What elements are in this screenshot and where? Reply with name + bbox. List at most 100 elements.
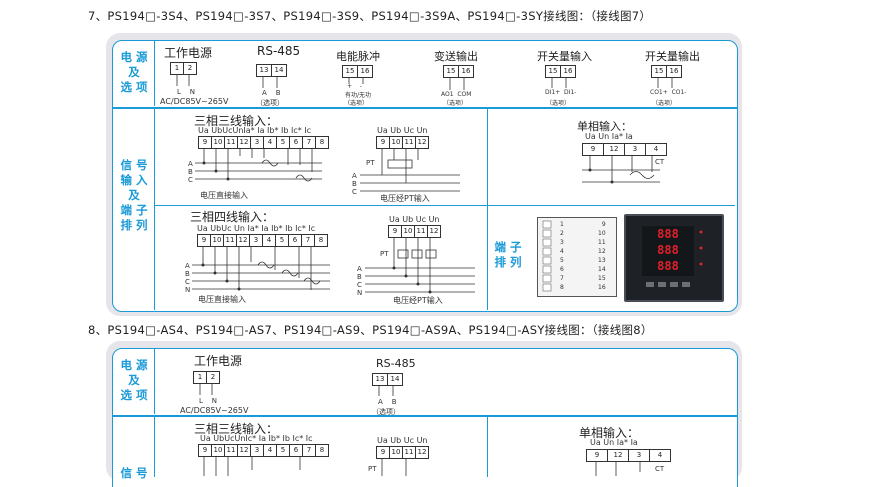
phase-a: A: [357, 265, 362, 273]
label-char: 及: [128, 373, 140, 387]
three-wire-pt-terminal-block: 9 10 11 12: [376, 136, 429, 149]
power-title: 工作电源: [164, 46, 213, 60]
phase-a: A: [185, 262, 190, 270]
terminal: 7: [303, 445, 316, 456]
label-char: 选 项: [120, 388, 148, 402]
section7-power-options-label: 电 源 及 选 项: [116, 50, 152, 95]
four-wire-caption: 电压直接输入: [198, 295, 246, 304]
terminal-number: 16: [598, 284, 606, 291]
phase-c: C: [357, 281, 362, 289]
terminal: 3: [629, 450, 650, 461]
phase-b: B: [357, 273, 362, 281]
transmit-sub: AO1 COM: [441, 91, 472, 98]
ct-label: CT: [655, 465, 665, 473]
terminal: 11: [225, 445, 238, 456]
single-phase-title: 单相输入：: [579, 426, 640, 440]
power-terminal-block: 1 2: [193, 371, 220, 384]
terminal: 7: [303, 137, 316, 148]
phase-c: C: [352, 188, 357, 196]
rs485-title: RS-485: [257, 44, 301, 58]
terminal: 6: [290, 445, 303, 456]
section7-signal-vsplit: [487, 109, 489, 310]
display-row: 888: [657, 227, 679, 241]
label-char: 端 子: [120, 203, 148, 217]
terminal: 4: [657, 451, 663, 459]
pt-label: PT: [380, 250, 389, 258]
section7-power-divider: [154, 41, 156, 106]
terminal: 1: [194, 372, 207, 383]
terminal: 14: [390, 375, 400, 383]
phase-n: N: [185, 286, 191, 294]
terminal-number: 6: [560, 266, 564, 273]
pulse-terminal-block: 15 16: [342, 65, 373, 78]
terminal: 14: [274, 66, 284, 74]
terminal: 3: [251, 445, 264, 456]
section8-signal-divider: [154, 417, 156, 477]
four-wire-pt-terminal-block: 9 10 11 12: [388, 225, 441, 238]
label-char: 排 列: [494, 255, 522, 269]
terminal: 12: [429, 227, 439, 235]
terminal: 9: [377, 137, 390, 148]
label-char: 输 入: [120, 173, 148, 187]
terminal-number: 12: [598, 248, 606, 255]
transmit-title: 变送输出: [434, 50, 478, 63]
phase-a: A: [352, 172, 357, 180]
switch-out-terminal-block: 15 16: [651, 65, 682, 78]
single-phase-title: 单相输入：: [577, 120, 632, 133]
label-char: 及: [128, 65, 140, 79]
terminal: 11: [224, 235, 237, 246]
phase-c: C: [185, 278, 190, 286]
terminal: 2: [187, 64, 193, 72]
terminal: 15: [546, 66, 561, 77]
terminal-number: 4: [560, 248, 564, 255]
section8-heading: 8、PS194□-AS4、PS194□-AS7、PS194□-AS9、PS194…: [88, 323, 653, 337]
terminal-number: 9: [601, 221, 606, 228]
terminal: 10: [402, 226, 415, 237]
label-char: 排 列: [120, 218, 148, 232]
terminal: 8: [318, 236, 324, 244]
four-wire-header: Ua UbUc Un Ia* Ia Ib* Ib Ic* Ic: [197, 224, 316, 233]
label-char: 及: [128, 188, 140, 202]
rs485-note: （选项）: [256, 99, 284, 107]
terminal: 10: [212, 445, 225, 456]
single-phase-header: Ua Un Ia* Ia: [585, 132, 633, 141]
three-wire-header: Ua UbUcUnIa* Ia Ib* Ib Ic* Ic: [198, 126, 312, 135]
three-wire-title: 三相三线输入：: [194, 114, 279, 128]
display-row: 888: [657, 243, 679, 257]
terminal: 5: [276, 235, 289, 246]
terminal-number: 13: [598, 257, 606, 264]
rs485-terminal-block: 13 14: [256, 64, 287, 77]
terminal-number: 10: [598, 230, 606, 237]
terminal: 12: [238, 445, 251, 456]
transmit-terminal-block: 15 16: [443, 65, 474, 78]
terminal: 8: [319, 446, 325, 454]
four-wire-title: 三相四线输入：: [190, 210, 275, 224]
pulse-title: 电能脉冲: [336, 50, 380, 63]
terminal: 3: [250, 235, 263, 246]
terminal-number: 2: [560, 230, 564, 237]
terminal: 6: [289, 235, 302, 246]
label-char: 电 源: [120, 50, 148, 64]
ct-label: CT: [655, 158, 665, 166]
power-title: 工作电源: [194, 354, 243, 368]
wiring-diagram-lines: [176, 74, 703, 476]
terminal: 15: [444, 66, 459, 77]
terminal: 11: [415, 226, 428, 237]
four-wire-pt-caption: 电压经PT输入: [393, 296, 443, 305]
terminal: 13: [257, 65, 272, 76]
terminal-number: 1: [560, 221, 564, 228]
terminal-number: 3: [560, 239, 564, 246]
phase-b: B: [352, 180, 357, 188]
terminal: 13: [373, 374, 388, 385]
terminal: 7: [302, 235, 315, 246]
terminal-number: 7: [560, 275, 564, 282]
terminal: 4: [264, 445, 277, 456]
terminal: 12: [417, 448, 427, 456]
terminal: 10: [211, 235, 224, 246]
label-char: 信 号: [120, 158, 148, 172]
terminal: 1: [171, 63, 184, 74]
terminal: 11: [403, 137, 416, 148]
terminal-number: 8: [560, 284, 564, 291]
terminal: 12: [604, 144, 625, 155]
terminal: 10: [390, 447, 403, 458]
